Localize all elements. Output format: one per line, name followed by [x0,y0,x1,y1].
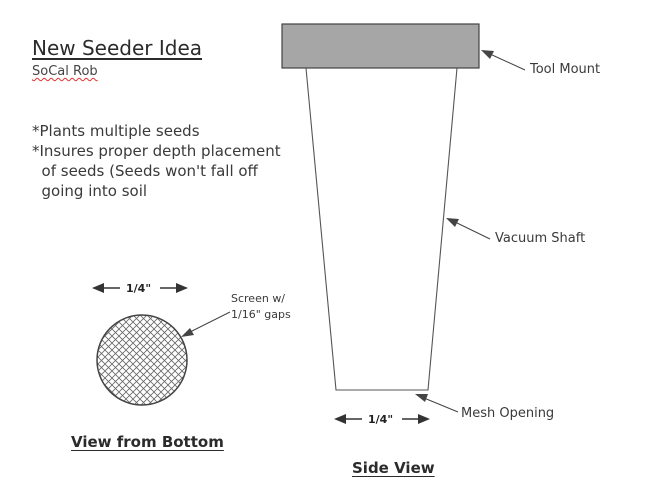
bottom-view-caption: View from Bottom [71,433,224,451]
note-line: *Insures proper depth placement [32,142,281,160]
bottom-dimension-arrow [92,283,188,293]
side-view-caption: Side View [352,459,435,477]
author-text: SoCal Rob [32,64,98,79]
note-line: of seeds (Seeds won't fall off [32,162,258,180]
vacuum-shaft-label: Vacuum Shaft [495,231,586,246]
tool-mount-label: Tool Mount [530,62,601,77]
screen-label: Screen w/ 1/16" gaps [231,291,291,323]
author-name: SoCal Rob [32,64,98,79]
screen-label-line2: 1/16" gaps [231,308,291,321]
screen-mesh-circle [96,314,188,406]
vacuum-shaft-outline [305,67,458,391]
note-line: going into soil [32,182,148,200]
bottom-dimension-label: 1/4" [126,282,152,295]
note-line: *Plants multiple seeds [32,122,200,140]
leader-arrows [181,50,526,413]
tool-mount-block [281,23,480,69]
side-dimension-label: 1/4" [368,413,394,426]
notes-list: *Plants multiple seeds *Insures proper d… [32,121,281,201]
mesh-opening-label: Mesh Opening [461,406,555,421]
page-title: New Seeder Idea [32,36,203,60]
side-dimension-arrow [334,414,430,424]
screen-label-line1: Screen w/ [231,292,286,305]
